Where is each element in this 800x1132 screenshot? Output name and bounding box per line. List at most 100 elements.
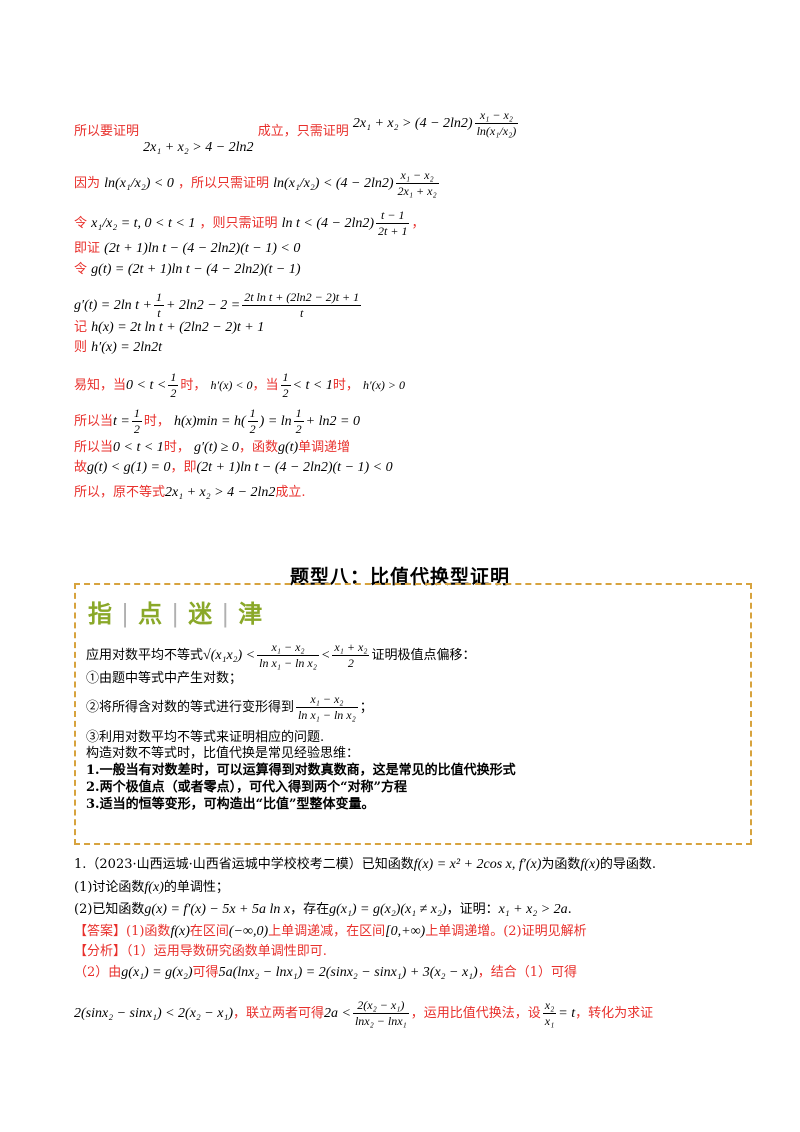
fraction-numerator: x₁ − x₂ [474, 108, 519, 124]
fraction-numerator: 1 [280, 370, 291, 386]
formula: g(x₁) = g(x₂) [121, 965, 193, 980]
formula: t = [113, 414, 130, 429]
fraction-numerator: 1 [153, 290, 164, 306]
text: ， [411, 216, 425, 231]
formula: g(x) = f′(x) − 5x + 5a ln x [144, 902, 291, 917]
formula: 5a(lnx₂ − lnx₁) = 2(sinx₂ − sinx₁) + 3(x… [218, 965, 478, 980]
fraction-numerator: 1 [168, 370, 179, 386]
text: ，结合（1）可得 [477, 965, 577, 980]
banner-char: 指 [88, 599, 115, 628]
fraction-denominator: 2t + 1 [378, 224, 408, 238]
text: 即证 [74, 241, 101, 256]
problem-part-1: (1)讨论函数f(x)的单调性； [74, 879, 229, 897]
proof-line-4: 即证 (2t + 1)ln t − (4 − 2ln2)(t − 1) < 0 [74, 240, 300, 258]
tip-line-4: ③利用对数平均不等式来证明相应的问题. [86, 730, 325, 745]
formula: ln(x₁/x₂) < 0 [104, 176, 174, 191]
fraction-denominator: 2 [170, 386, 177, 400]
text: 所以当 [74, 440, 114, 455]
text: 1.（2023·山西运城·山西省运城中学校校考二模）已知函数 [74, 857, 414, 872]
text: 令 [74, 216, 88, 231]
fraction-numerator: 2(x₂ − x₁) [352, 998, 409, 1014]
fraction-numerator: 2t ln t + (2ln2 − 2)t + 1 [242, 290, 362, 306]
text: ，所以只需证明 [178, 176, 270, 191]
text: 时， [332, 378, 359, 393]
tip-bullet-3: 3.适当的恒等变形，可构造出“比值”型整体变量。 [86, 797, 375, 812]
analysis-line-2: （2）由g(x₁) = g(x₂)可得5a(lnx₂ − lnx₁) = 2(s… [74, 964, 577, 982]
fraction-denominator: ln x₁ − ln x₂ [298, 708, 356, 722]
formula: √(x₁x₂) < [203, 648, 256, 663]
text: 在区间 [189, 924, 229, 939]
tip-line-5: 构造对数不等式时，比值代换是常见经验思维： [86, 746, 360, 761]
fraction-numerator: x₁ − x₂ [296, 692, 358, 708]
proof-line-12: 故g(t) < g(1) = 0，即(2t + 1)ln t − (4 − 2l… [74, 459, 393, 477]
formula: 2x₁ + x₂ > 4 − 2ln2 [143, 140, 254, 155]
text: 因为 [74, 176, 101, 191]
banner-char: 点 [138, 599, 166, 628]
section-title: 题型八：比值代换型证明 [289, 566, 510, 588]
text: （2）由 [74, 965, 122, 980]
formula: g′(t) ≥ 0 [193, 440, 239, 455]
text: . [567, 902, 572, 917]
formula: f(x) [144, 880, 164, 895]
fraction-denominator: 2x₁ + x₂ [397, 184, 437, 198]
formula: ln(x₁/x₂) < (4 − 2ln2) [273, 176, 394, 191]
formula: g(x₁) = g(x₂)(x₁ ≠ x₂) [329, 902, 447, 917]
formula: 0 < t < [126, 378, 167, 393]
text: ，存在 [290, 902, 330, 917]
proof-line-1: 所以要证明 2x₁ + x₂ > 4 − 2ln2 成立，只需证明 2x₁ + … [74, 108, 520, 155]
proof-line-5: 令 g(t) = (2t + 1)ln t − (4 − 2ln2)(t − 1… [74, 261, 301, 279]
tip-line-2: ①由题中等式中产生对数； [86, 671, 243, 686]
text: 成立. [275, 485, 306, 500]
text: ，则只需证明 [199, 216, 278, 231]
formula: x₁/x₂ = t, 0 < t < 1 [91, 216, 196, 231]
text: 易知，当 [74, 378, 127, 393]
proof-line-2: 因为 ln(x₁/x₂) < 0 ，所以只需证明 ln(x₁/x₂) < (4 … [74, 168, 441, 199]
text: 可得 [192, 965, 219, 980]
formula: 2(sinx₂ − sinx₁) < 2(x₂ − x₁) [74, 1006, 233, 1021]
text: 为函数 [541, 857, 581, 872]
banner-divider: | [121, 600, 133, 628]
formula: 2x₁ + x₂ > (4 − 2ln2) [352, 116, 473, 131]
fraction-numerator: t − 1 [376, 208, 410, 224]
text: ②将所得含对数的等式进行变形得到 [86, 700, 295, 715]
text: 故 [74, 460, 88, 475]
analysis-line-1: 【分析】（1）运用导数研究函数单调性即可. [74, 943, 327, 961]
fraction-denominator: t [300, 306, 304, 320]
tip-bullet-2: 2.两个极值点（或者零点），可代入得到两个“对称”方程 [86, 780, 408, 795]
formula: (2t + 1)ln t − (4 − 2ln2)(t − 1) < 0 [104, 241, 301, 256]
text: 时， [163, 440, 190, 455]
formula: + 2ln2 − 2 = [165, 298, 241, 313]
text: 应用对数平均不等式 [86, 648, 204, 663]
text: 证明极值点偏移： [371, 648, 476, 663]
banner-char: 津 [238, 599, 266, 628]
formula: f(x) = x² + 2cos x, f′(x) [413, 857, 542, 872]
text: 令 [74, 262, 88, 277]
fraction-denominator: 2 [347, 656, 354, 670]
banner-divider: | [221, 600, 233, 628]
formula: [0,+∞) [385, 924, 426, 939]
formula: = t [558, 1006, 576, 1021]
problem-part-2: (2)已知函数g(x) = f′(x) − 5x + 5a ln x，存在g(x… [74, 901, 572, 919]
text: 上单调递增。(2)证明见解析 [425, 924, 587, 939]
text: ，转化为求证 [575, 1006, 654, 1021]
fraction-numerator: x₁ + x₂ [332, 640, 370, 656]
formula: h(x) = 2t ln t + (2ln2 − 2)t + 1 [91, 320, 265, 335]
text: ，即 [170, 460, 197, 475]
text: (2)已知函数 [74, 902, 145, 917]
text: ，证明： [446, 902, 499, 917]
text: 单调递增 [298, 440, 351, 455]
banner-char: 迷 [188, 599, 216, 628]
fraction-denominator: 2 [282, 386, 289, 400]
analysis-label: 【分析】 [74, 944, 127, 959]
text: ，当 [252, 378, 279, 393]
